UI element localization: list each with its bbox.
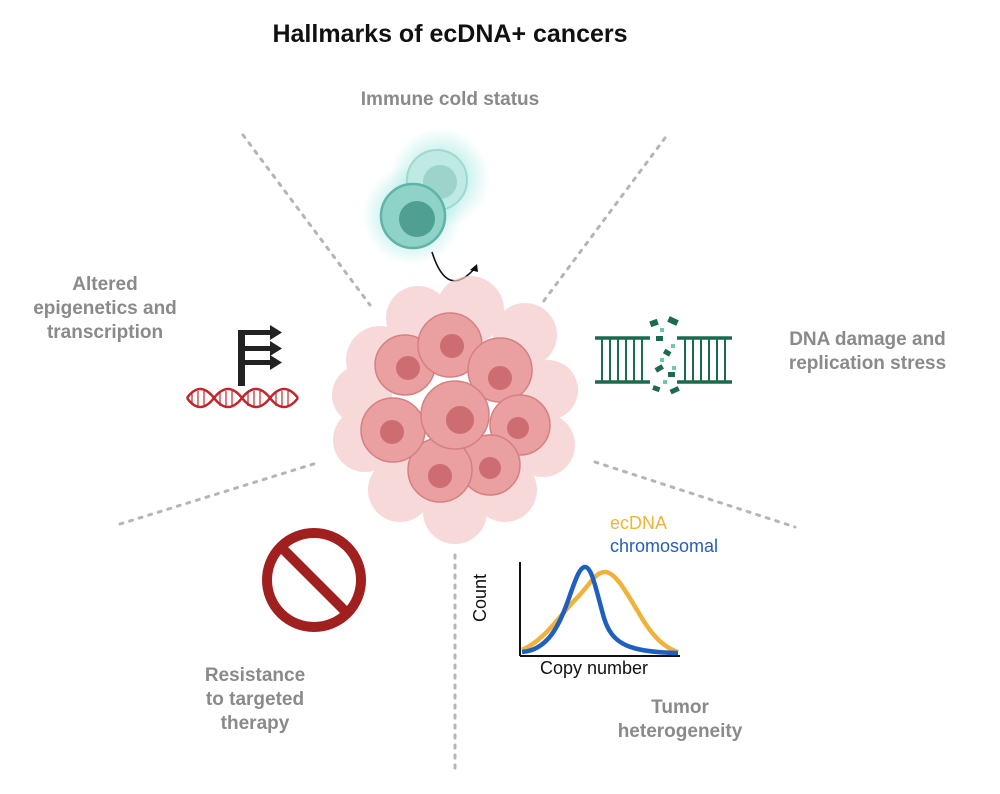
- hallmark-epigenetics-label: Altered epigenetics and transcription: [10, 273, 200, 345]
- dna-line1: DNA damage and: [789, 329, 946, 350]
- hallmark-heterogeneity-label: Tumor heterogeneity: [595, 696, 765, 744]
- hallmark-immune-text: Immune cold status: [360, 89, 540, 110]
- distribution-chart: [519, 562, 680, 657]
- tumor-cluster-icon: [332, 276, 578, 544]
- hallmark-resistance-label: Resistance to targeted therapy: [170, 664, 340, 736]
- separator-top-left: [241, 133, 372, 307]
- dna-fragments: [649, 316, 680, 395]
- separator-lines: [118, 133, 797, 770]
- transcription-flag-icon: [238, 325, 282, 386]
- legend-ecdna: ecDNA: [610, 513, 668, 533]
- broken-dna-icon: [595, 336, 732, 384]
- separator-top-right: [541, 136, 667, 304]
- page-title: Hallmarks of ecDNA+ cancers: [272, 20, 628, 48]
- chart-x-label: Copy number: [540, 658, 649, 678]
- dna-fragments-light: [660, 328, 676, 384]
- epigenetics-line3: transcription: [46, 322, 164, 343]
- epigenetics-line2: epigenetics and: [33, 298, 177, 319]
- tumor-line2: heterogeneity: [617, 721, 743, 742]
- series-chromosomal-line: [521, 564, 679, 656]
- prohibited-icon: [262, 528, 366, 632]
- dna-helix-rungs: [191, 391, 289, 406]
- tumor-line1: Tumor: [651, 697, 709, 718]
- hallmark-dna-damage-label: DNA damage and replication stress: [770, 328, 965, 376]
- t-cell-icon: [362, 128, 490, 265]
- dna-helix-icon: [185, 387, 299, 409]
- resistance-line3: therapy: [220, 713, 290, 734]
- dna-line2: replication stress: [788, 353, 947, 374]
- hallmark-immune-label: Immune cold status: [300, 88, 600, 112]
- curved-arrow-icon: [431, 251, 476, 282]
- legend-chromosomal: chromosomal: [610, 536, 719, 556]
- chart-y-label: Count: [470, 573, 490, 622]
- resistance-line1: Resistance: [204, 665, 306, 686]
- epigenetics-line1: Altered: [72, 274, 138, 295]
- separator-left: [118, 460, 322, 526]
- resistance-line2: to targeted: [205, 689, 305, 710]
